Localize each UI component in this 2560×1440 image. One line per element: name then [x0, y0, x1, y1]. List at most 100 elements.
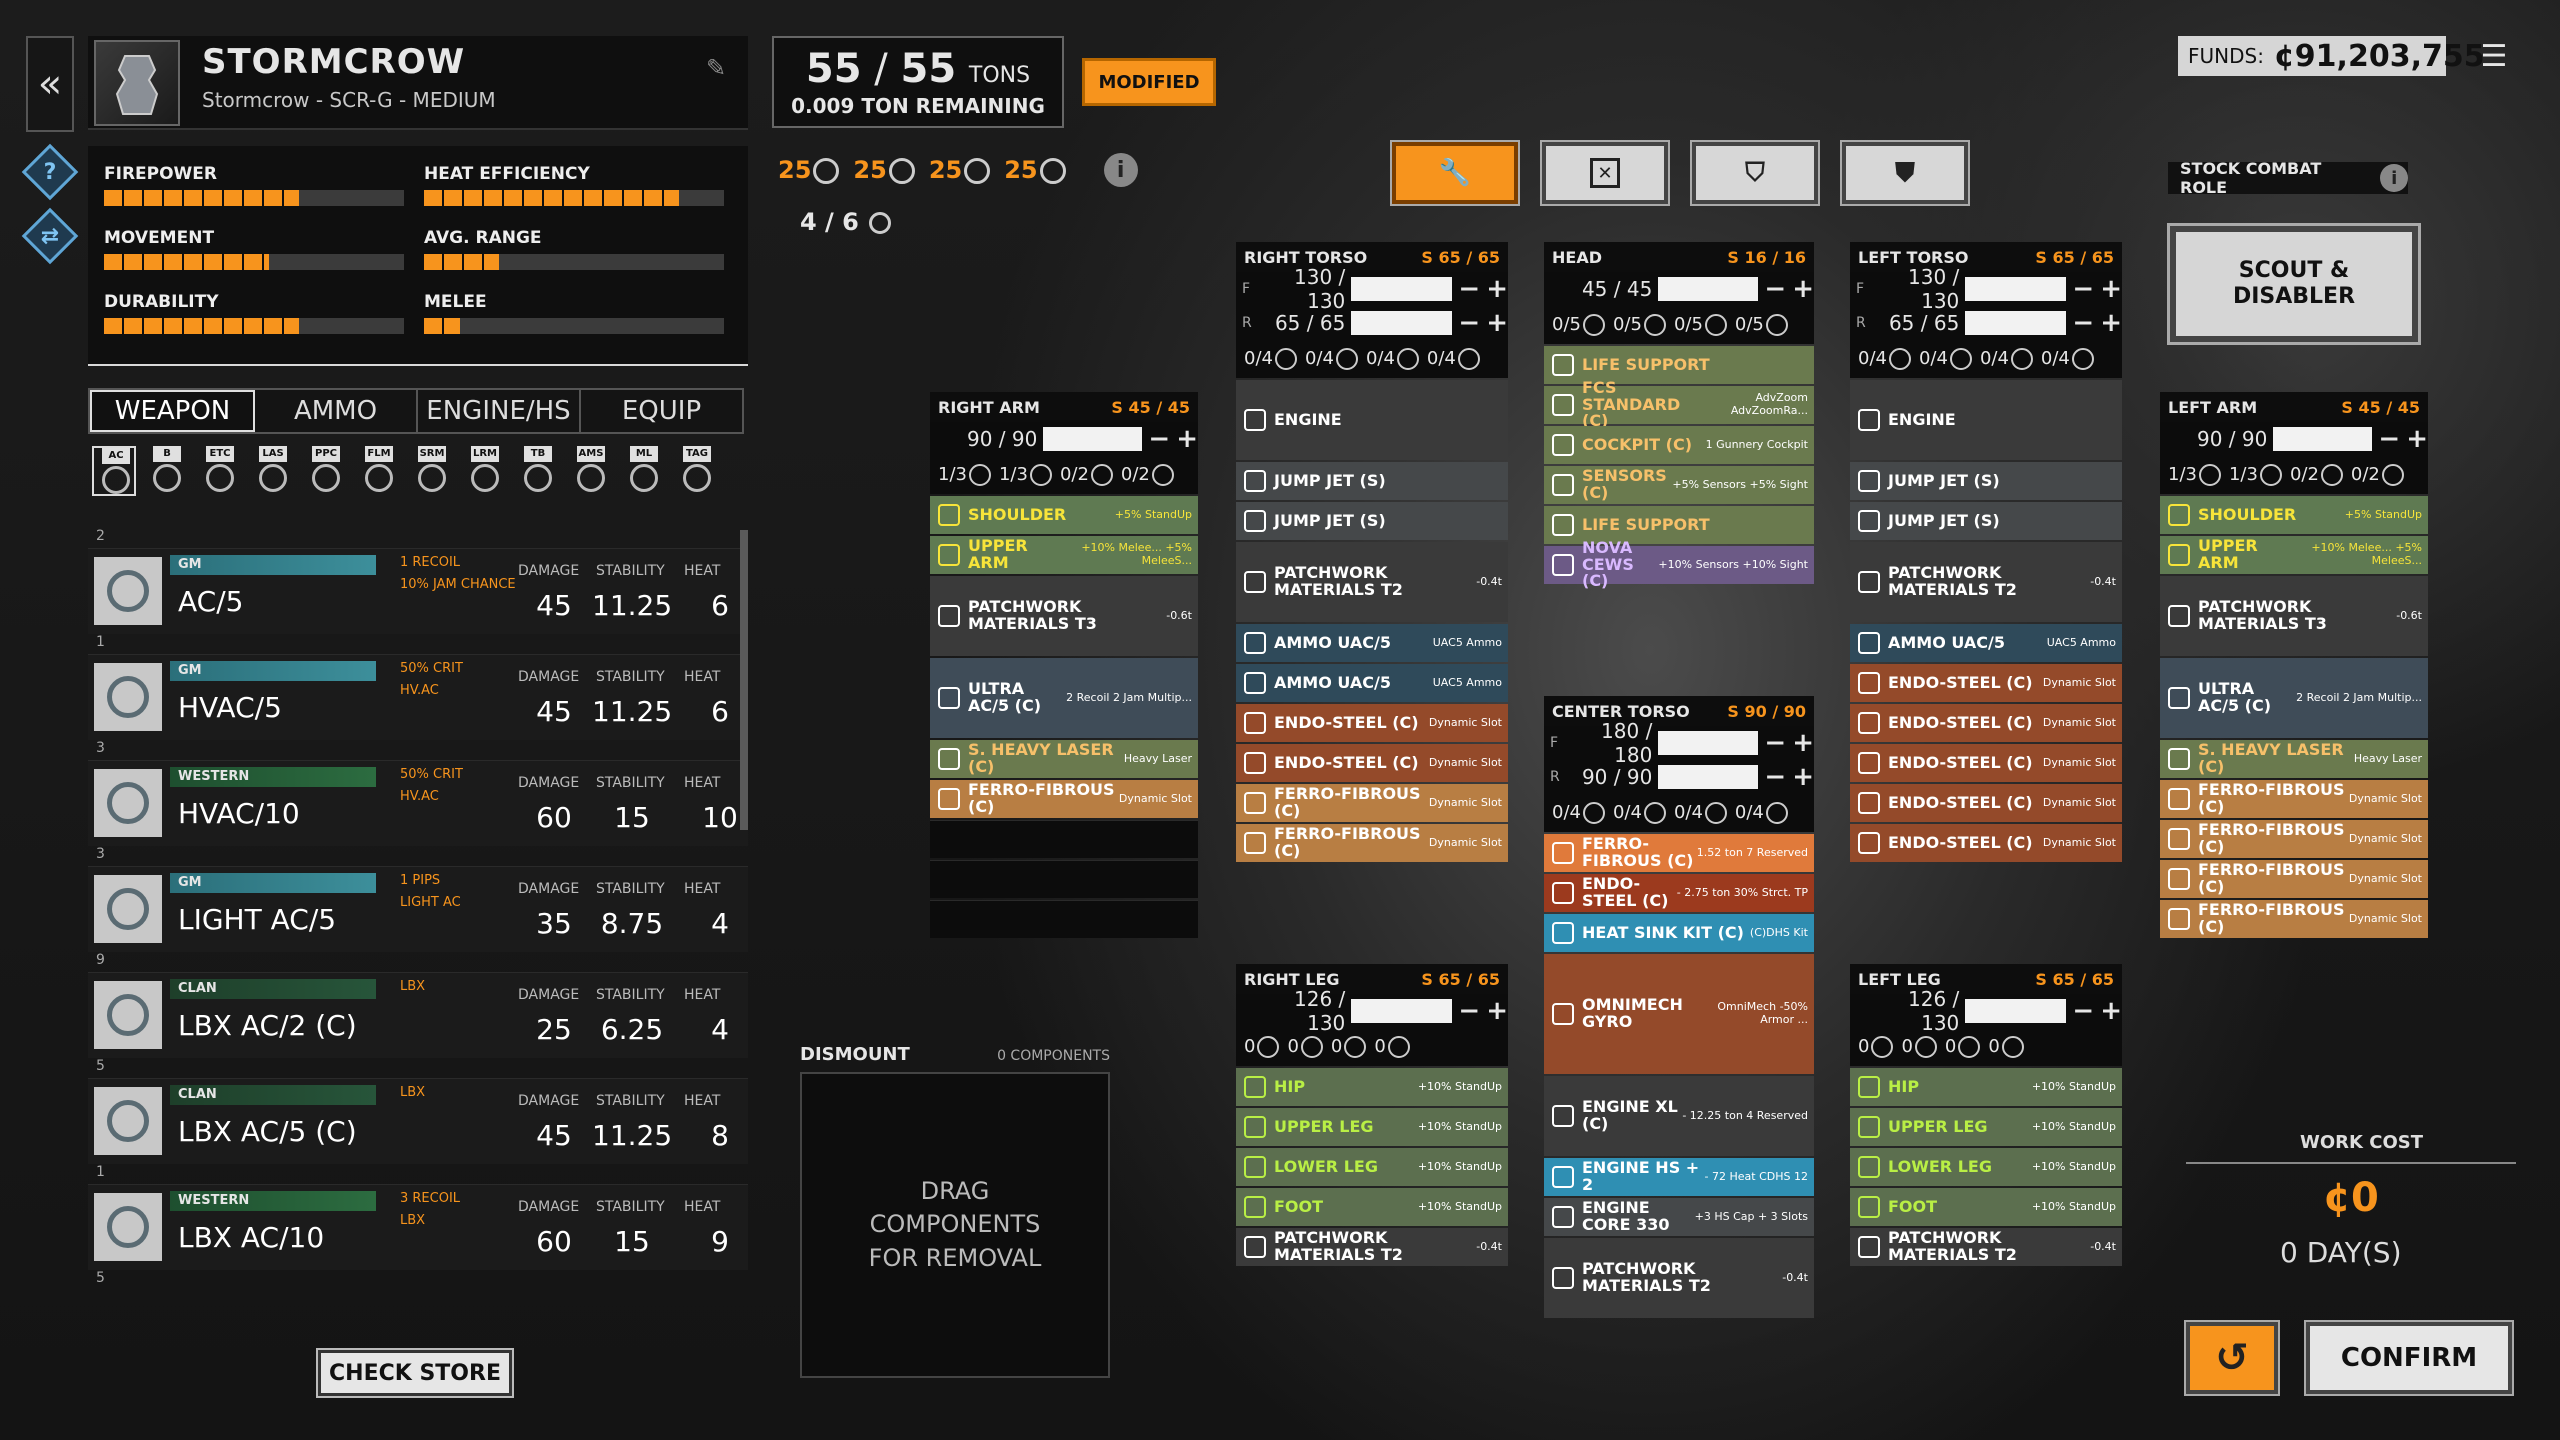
- filter-3[interactable]: LAS: [251, 446, 295, 496]
- check-store-button[interactable]: CHECK STORE: [316, 1348, 514, 1398]
- component-slot[interactable]: FERRO-FIBROUS (C)Dynamic Slot: [1236, 824, 1508, 862]
- component-slot[interactable]: FERRO-FIBROUS (C)Dynamic Slot: [2160, 860, 2428, 898]
- component-slot[interactable]: PATCHWORK MATERIALS T2-0.4t: [1236, 542, 1508, 622]
- component-slot[interactable]: JUMP JET (S): [1236, 502, 1508, 540]
- component-slot[interactable]: SENSORS (C)+5% Sensors +5% Sight: [1544, 466, 1814, 504]
- armor-minus-button[interactable]: −: [2072, 308, 2095, 338]
- component-slot[interactable]: ENGINE CORE 330+3 HS Cap + 3 Slots: [1544, 1198, 1814, 1236]
- filter-6[interactable]: SRM: [410, 446, 454, 496]
- component-slot[interactable]: HIP+10% StandUp: [1850, 1068, 2122, 1106]
- menu-button[interactable]: ☰: [2474, 36, 2514, 76]
- info-icon[interactable]: i: [1103, 153, 1138, 187]
- dismount-dropzone[interactable]: DRAG COMPONENTS FOR REMOVAL: [800, 1072, 1110, 1378]
- component-slot[interactable]: ENDO-STEEL (C)Dynamic Slot: [1850, 704, 2122, 742]
- component-slot[interactable]: UPPER ARM+10% Melee... +5% MeleeS...: [930, 536, 1198, 574]
- component-slot[interactable]: ULTRA AC/5 (C)2 Recoil 2 Jam Multip...: [2160, 658, 2428, 738]
- component-slot[interactable]: FOOT+10% StandUp: [1236, 1188, 1508, 1226]
- component-slot[interactable]: FERRO-FIBROUS (C)1.52 ton 7 Reserved: [1544, 834, 1814, 872]
- component-slot[interactable]: FOOT+10% StandUp: [1850, 1188, 2122, 1226]
- component-slot[interactable]: FCS STANDARD (C)AdvZoom AdvZoomRa...: [1544, 379, 1814, 429]
- component-slot[interactable]: ENDO-STEEL (C)Dynamic Slot: [1850, 744, 2122, 782]
- filter-8[interactable]: TB: [516, 446, 560, 496]
- repair-tool-button[interactable]: 🔧: [1390, 140, 1520, 206]
- component-slot[interactable]: UPPER LEG+10% StandUp: [1236, 1108, 1508, 1146]
- component-slot[interactable]: UPPER LEG+10% StandUp: [1850, 1108, 2122, 1146]
- back-button[interactable]: «: [26, 36, 74, 132]
- component-slot[interactable]: PATCHWORK MATERIALS T2-0.4t: [1544, 1238, 1814, 1318]
- component-slot[interactable]: ENGINE HS + 2- 72 Heat CDHS 12: [1544, 1158, 1814, 1196]
- component-slot[interactable]: HEAT SINK KIT (C)(C)DHS Kit: [1544, 914, 1814, 952]
- help-icon[interactable]: ?: [21, 143, 79, 201]
- component-slot[interactable]: ENGINE: [1236, 380, 1508, 460]
- armor-minus-button[interactable]: −: [1148, 424, 1171, 454]
- component-slot[interactable]: FERRO-FIBROUS (C)Dynamic Slot: [2160, 900, 2428, 938]
- component-slot[interactable]: [930, 820, 1198, 858]
- component-slot[interactable]: S. HEAVY LASER (C)Heavy Laser: [930, 740, 1198, 778]
- component-slot[interactable]: [930, 900, 1198, 938]
- component-slot[interactable]: LOWER LEG+10% StandUp: [1236, 1148, 1508, 1186]
- armor-plus-button[interactable]: +: [2100, 308, 2122, 338]
- armor-minus-button[interactable]: −: [2378, 424, 2401, 454]
- component-slot[interactable]: LIFE SUPPORT: [1544, 346, 1814, 384]
- filter-10[interactable]: ML: [622, 446, 666, 496]
- info-icon[interactable]: i: [2380, 164, 2408, 192]
- component-slot[interactable]: S. HEAVY LASER (C)Heavy Laser: [2160, 740, 2428, 778]
- component-slot[interactable]: PATCHWORK MATERIALS T2-0.4t: [1850, 542, 2122, 622]
- armor-plus-button[interactable]: +: [1486, 308, 1508, 338]
- component-slot[interactable]: JUMP JET (S): [1850, 502, 2122, 540]
- component-slot[interactable]: FERRO-FIBROUS (C)Dynamic Slot: [2160, 780, 2428, 818]
- component-slot[interactable]: JUMP JET (S): [1850, 462, 2122, 500]
- tab-2[interactable]: ENGINE/HS: [418, 390, 581, 432]
- component-slot[interactable]: FERRO-FIBROUS (C)Dynamic Slot: [930, 780, 1198, 818]
- strip-tool-button[interactable]: ✕: [1540, 140, 1670, 206]
- component-slot[interactable]: PATCHWORK MATERIALS T3-0.6t: [2160, 576, 2428, 656]
- component-slot[interactable]: PATCHWORK MATERIALS T2-0.4t: [1850, 1228, 2122, 1266]
- armor-plus-button[interactable]: +: [2100, 274, 2122, 304]
- filter-0[interactable]: AC: [92, 446, 136, 496]
- component-slot[interactable]: ENGINE: [1850, 380, 2122, 460]
- weapon-list-scrollbar[interactable]: [740, 530, 748, 830]
- tab-3[interactable]: EQUIP: [581, 390, 742, 432]
- armor-plus-button[interactable]: +: [2406, 424, 2428, 454]
- component-slot[interactable]: LOWER LEG+10% StandUp: [1850, 1148, 2122, 1186]
- component-slot[interactable]: SHOULDER+5% StandUp: [930, 496, 1198, 534]
- armor-plus-button[interactable]: +: [1486, 996, 1508, 1026]
- component-slot[interactable]: HIP+10% StandUp: [1236, 1068, 1508, 1106]
- confirm-button[interactable]: CONFIRM: [2304, 1320, 2514, 1396]
- component-slot[interactable]: LIFE SUPPORT: [1544, 506, 1814, 544]
- armor-plus-button[interactable]: +: [1176, 424, 1198, 454]
- armor-minus-button[interactable]: −: [2072, 996, 2095, 1026]
- component-slot[interactable]: [930, 860, 1198, 898]
- component-slot[interactable]: ENGINE XL (C)- 12.25 ton 4 Reserved: [1544, 1076, 1814, 1156]
- component-slot[interactable]: NOVA CEWS (C)+10% Sensors +10% Sight: [1544, 539, 1814, 589]
- filter-4[interactable]: PPC: [304, 446, 348, 496]
- swap-icon[interactable]: ⇄: [21, 207, 79, 265]
- armor-minus-button[interactable]: −: [1764, 762, 1787, 792]
- armor-plus-button[interactable]: +: [1792, 762, 1814, 792]
- armor-minus-button[interactable]: −: [1458, 274, 1481, 304]
- component-slot[interactable]: UPPER ARM+10% Melee... +5% MeleeS...: [2160, 536, 2428, 574]
- component-slot[interactable]: ENDO-STEEL (C)Dynamic Slot: [1236, 704, 1508, 742]
- component-slot[interactable]: ENDO-STEEL (C)Dynamic Slot: [1236, 744, 1508, 782]
- armor-minus-button[interactable]: −: [1458, 308, 1481, 338]
- component-slot[interactable]: ENDO-STEEL (C)Dynamic Slot: [1850, 784, 2122, 822]
- undo-button[interactable]: ↺: [2184, 1320, 2280, 1396]
- armor-plus-button[interactable]: +: [2100, 996, 2122, 1026]
- component-slot[interactable]: FERRO-FIBROUS (C)Dynamic Slot: [2160, 820, 2428, 858]
- component-slot[interactable]: COCKPIT (C)1 Gunnery Cockpit: [1544, 426, 1814, 464]
- tab-1[interactable]: AMMO: [255, 390, 418, 432]
- component-slot[interactable]: ENDO-STEEL (C)- 2.75 ton 30% Strct. TP: [1544, 874, 1814, 912]
- filter-1[interactable]: B: [145, 446, 189, 496]
- component-slot[interactable]: SHOULDER+5% StandUp: [2160, 496, 2428, 534]
